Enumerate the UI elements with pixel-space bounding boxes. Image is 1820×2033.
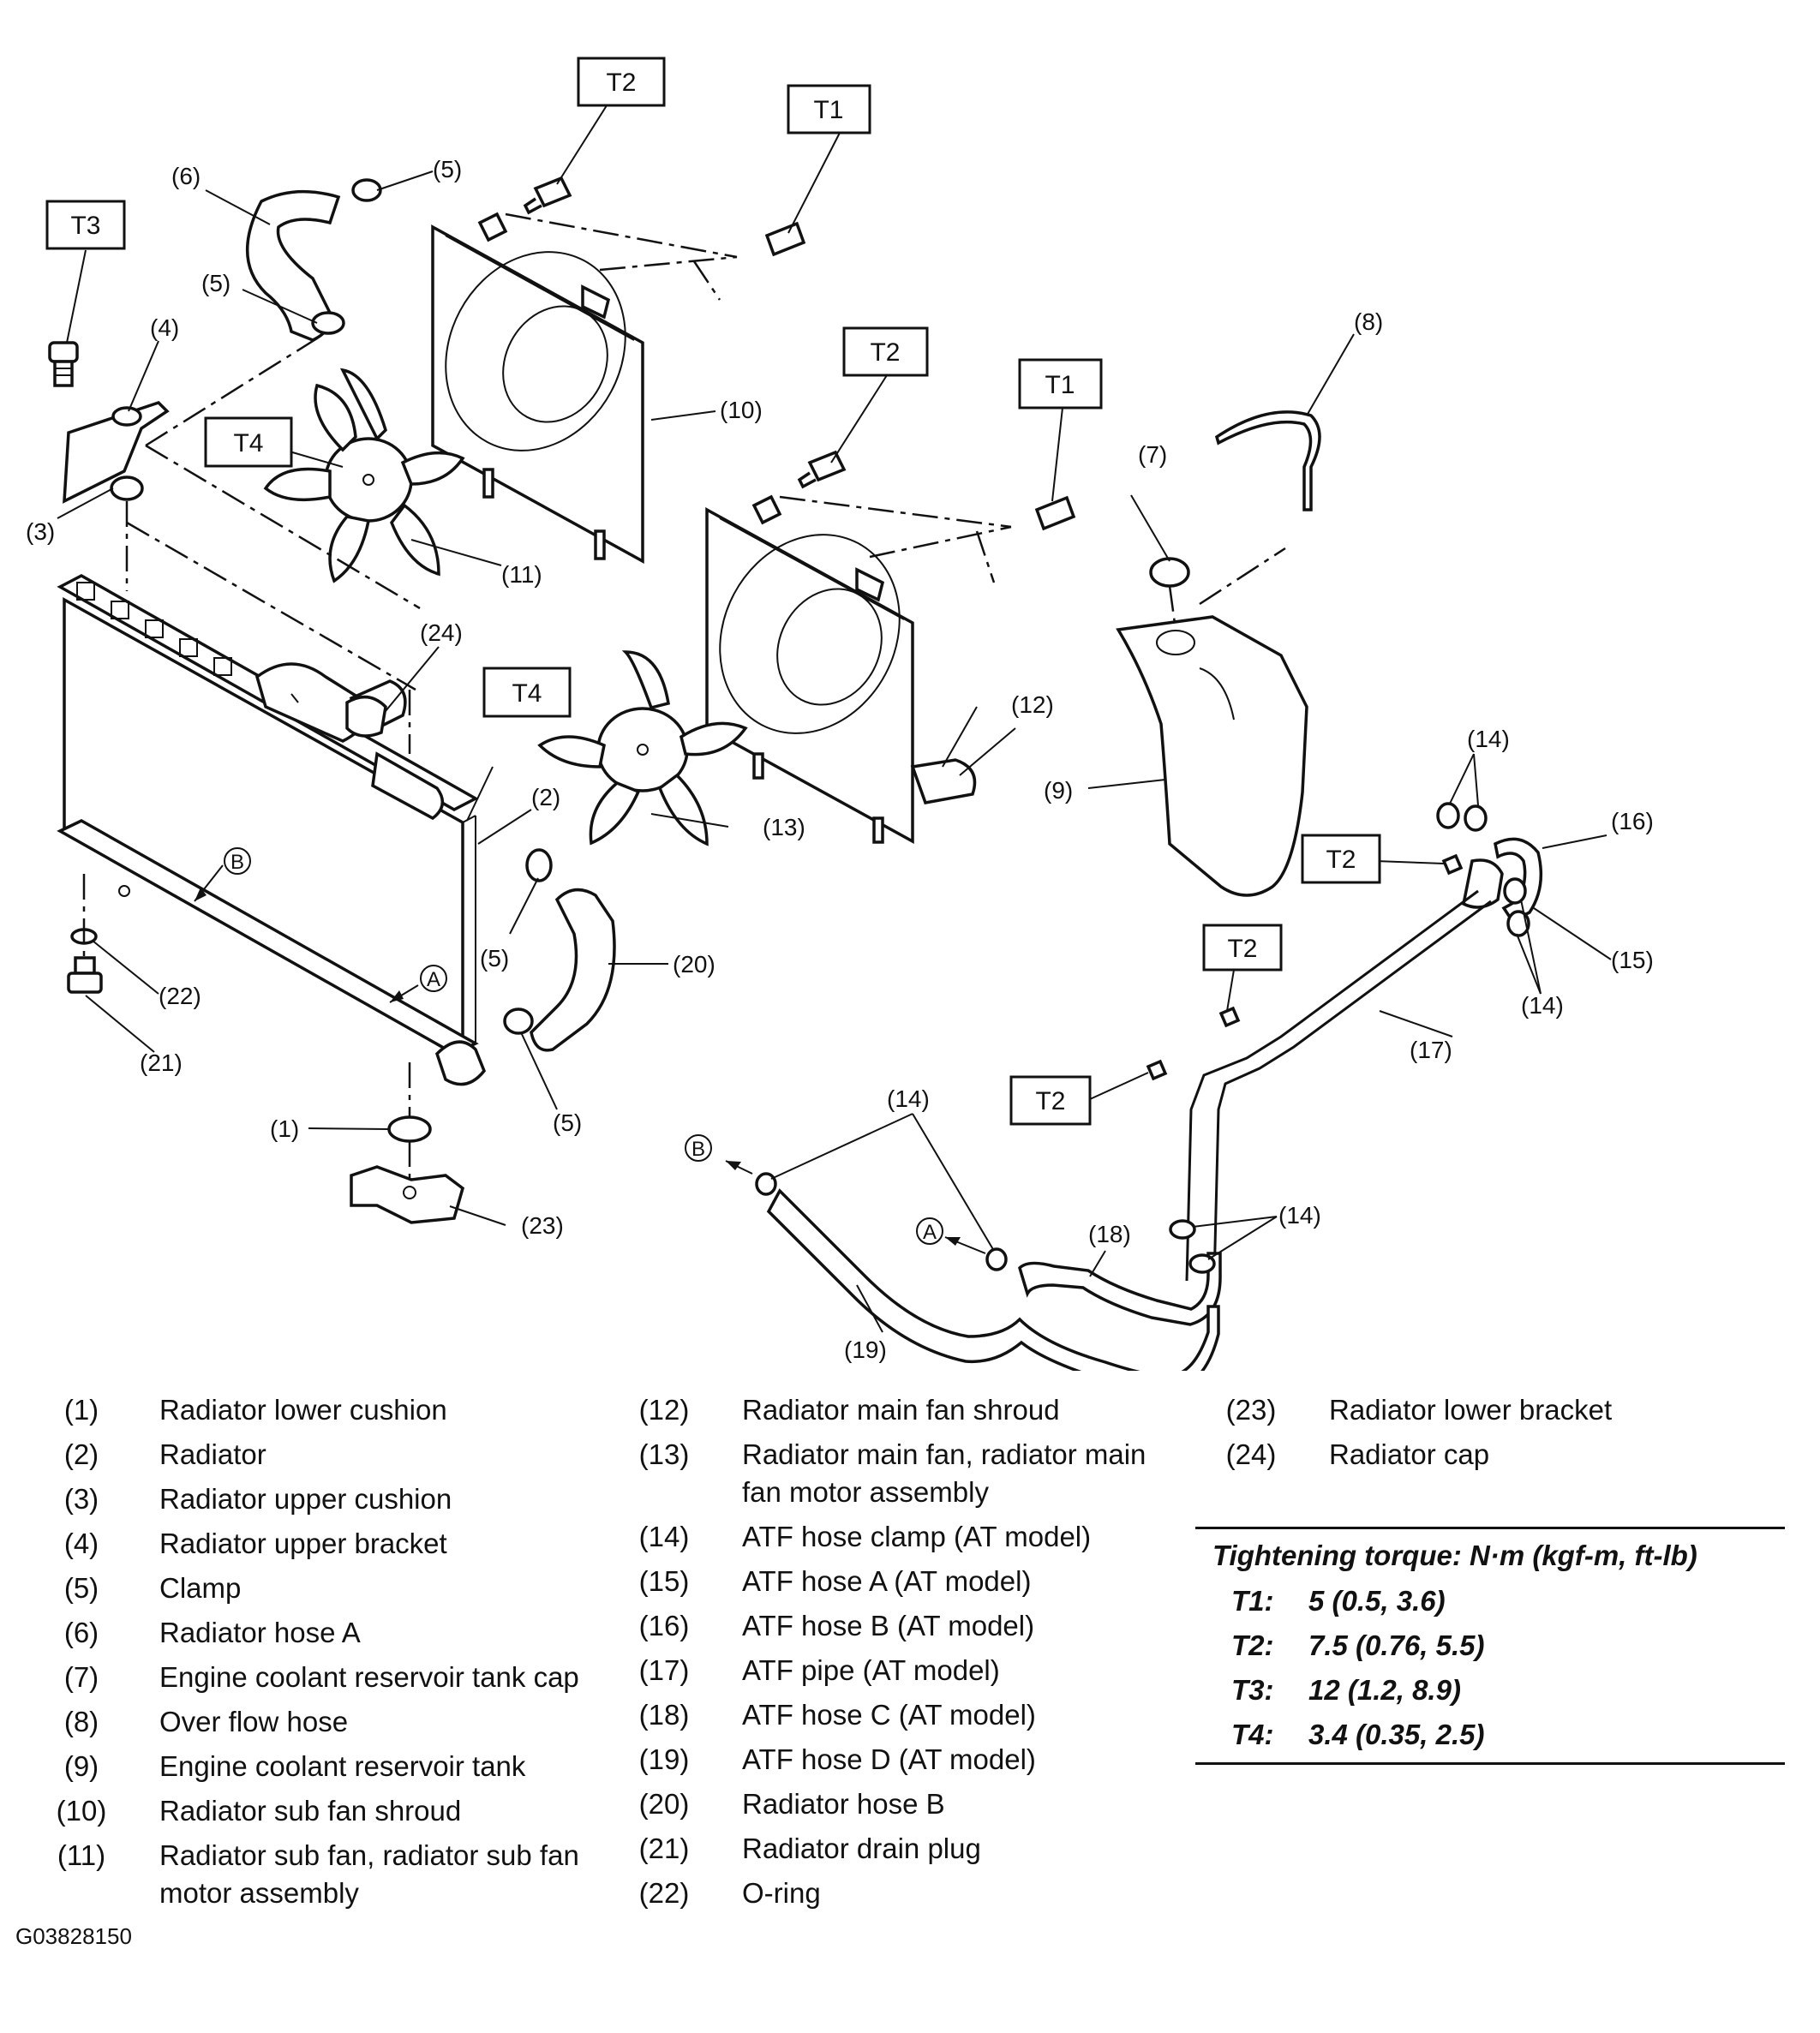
torque-tag-t4-upper: T4 bbox=[204, 416, 293, 468]
atf-hose-d bbox=[766, 1188, 1220, 1371]
callout-1: (1) bbox=[270, 1115, 299, 1142]
svg-text:T2: T2 bbox=[870, 338, 900, 367]
svg-text:T2: T2 bbox=[1326, 846, 1356, 874]
radiator-lower-bracket bbox=[350, 1165, 465, 1224]
callout-7: (7) bbox=[1138, 441, 1167, 468]
callout-12: (12) bbox=[1011, 691, 1054, 718]
shroud-bolts bbox=[523, 176, 1464, 1081]
svg-text:T1: T1 bbox=[813, 96, 843, 124]
callout-labels: (1) (2) (3) (4) (5) (5) (5) (5) (6) (7) … bbox=[26, 156, 1654, 1363]
callout-13: (13) bbox=[763, 814, 805, 840]
ref-marker-a-radiator: A bbox=[420, 965, 447, 992]
callout-6: (6) bbox=[171, 163, 201, 189]
radiator bbox=[57, 574, 487, 1086]
torque-tag-t1-upper: T1 bbox=[787, 84, 871, 135]
radiator-sub-fan bbox=[263, 368, 465, 583]
torque-tag-t1-middle: T1 bbox=[1018, 358, 1103, 410]
callout-22: (22) bbox=[159, 983, 201, 1009]
callout-14d: (14) bbox=[1278, 1202, 1321, 1229]
torque-tag-t4-lower: T4 bbox=[482, 667, 572, 718]
svg-text:T2: T2 bbox=[606, 69, 636, 97]
table-top-rule bbox=[1195, 1527, 1785, 1529]
torque-heading: Tightening torque: N·m (kgf-m, ft-lb) bbox=[1212, 1540, 1697, 1571]
bracket-bolt bbox=[48, 341, 79, 387]
ref-marker-b-radiator: B bbox=[224, 847, 251, 875]
atf-hose-a bbox=[1462, 858, 1504, 909]
ref-marker-a-hose: A bbox=[916, 1217, 943, 1245]
callout-5c: (5) bbox=[480, 945, 509, 972]
callout-5d: (5) bbox=[553, 1109, 582, 1136]
torque-row: T3:12 (1.2, 8.9) bbox=[1231, 1674, 1461, 1706]
torque-tag-t2-right: T2 bbox=[1301, 834, 1381, 884]
svg-text:T2: T2 bbox=[1227, 935, 1257, 963]
callout-5b: (5) bbox=[201, 270, 230, 296]
svg-text:B: B bbox=[691, 1138, 705, 1161]
engine-coolant-reservoir-tank bbox=[1116, 615, 1308, 897]
callout-23: (23) bbox=[521, 1212, 564, 1239]
callout-15: (15) bbox=[1611, 947, 1654, 973]
callout-14a: (14) bbox=[1467, 726, 1510, 752]
callout-5a: (5) bbox=[433, 156, 462, 182]
radiator-cap bbox=[345, 690, 411, 754]
table-bottom-rule bbox=[1195, 1762, 1785, 1765]
callout-20: (20) bbox=[673, 951, 715, 978]
ref-marker-b-hose: B bbox=[685, 1134, 712, 1162]
callout-11: (11) bbox=[501, 561, 542, 588]
exploded-parts-diagram: T3 T2 T1 T4 T2 T1 T4 T2 T2 T2 B bbox=[26, 57, 1654, 1371]
figure-id: G03828150 bbox=[15, 1923, 132, 1949]
torque-tag-t2-upper: T2 bbox=[577, 57, 666, 107]
radiator-main-fan-shroud bbox=[705, 494, 977, 844]
torque-row: T1:5 (0.5, 3.6) bbox=[1231, 1585, 1446, 1617]
callout-8: (8) bbox=[1354, 308, 1383, 335]
callout-4: (4) bbox=[150, 314, 179, 341]
callout-10: (10) bbox=[720, 397, 763, 423]
svg-text:B: B bbox=[230, 851, 244, 874]
torque-tag-t2-middle: T2 bbox=[842, 326, 929, 377]
alignment-lines bbox=[82, 212, 1286, 1182]
torque-tag-t2-lower: T2 bbox=[1009, 1075, 1092, 1126]
radiator-main-fan bbox=[537, 650, 748, 846]
tightening-torque-table: Tightening torque: N·m (kgf-m, ft-lb) T1… bbox=[1195, 1527, 1785, 1765]
svg-text:A: A bbox=[923, 1221, 937, 1244]
atf-pipe bbox=[1185, 889, 1492, 1282]
atf-hose-c bbox=[1018, 1252, 1222, 1326]
over-flow-hose bbox=[1214, 410, 1321, 511]
torque-row: T4:3.4 (0.35, 2.5) bbox=[1231, 1719, 1485, 1750]
svg-text:T3: T3 bbox=[70, 212, 100, 240]
callout-14c: (14) bbox=[887, 1085, 930, 1112]
callout-14b: (14) bbox=[1521, 992, 1564, 1019]
callout-2: (2) bbox=[531, 784, 560, 810]
callout-24: (24) bbox=[420, 619, 463, 646]
svg-text:T4: T4 bbox=[233, 429, 263, 457]
svg-text:T2: T2 bbox=[1035, 1087, 1065, 1115]
callout-19: (19) bbox=[844, 1336, 887, 1363]
atf-hose-b bbox=[1494, 837, 1543, 924]
reference-arrows bbox=[194, 864, 986, 1254]
callout-17: (17) bbox=[1410, 1037, 1452, 1063]
radiator-hose-b bbox=[530, 888, 616, 1052]
radiator-sub-fan-shroud bbox=[431, 212, 644, 564]
engine-coolant-reservoir-tank-cap bbox=[1149, 557, 1190, 588]
callout-18: (18) bbox=[1088, 1221, 1131, 1247]
torque-tag-t2-pipe: T2 bbox=[1202, 924, 1283, 972]
radiator-hose-a bbox=[246, 189, 341, 342]
callout-3: (3) bbox=[26, 518, 55, 545]
callout-9: (9) bbox=[1044, 777, 1073, 804]
radiator-lower-cushion bbox=[387, 1115, 432, 1143]
radiator-upper-bracket bbox=[63, 400, 170, 504]
svg-text:T1: T1 bbox=[1045, 371, 1075, 399]
torque-tag-t3: T3 bbox=[45, 200, 126, 250]
callout-21: (21) bbox=[140, 1049, 183, 1076]
callout-16: (16) bbox=[1611, 808, 1654, 834]
svg-text:A: A bbox=[427, 968, 440, 991]
leader-lines bbox=[57, 102, 1612, 1333]
torque-row: T2:7.5 (0.76, 5.5) bbox=[1231, 1629, 1485, 1661]
hose-clamps bbox=[311, 178, 553, 1035]
radiator-upper-cushion bbox=[110, 475, 144, 501]
svg-text:T4: T4 bbox=[512, 679, 542, 708]
radiator-drain-plug bbox=[67, 956, 103, 994]
